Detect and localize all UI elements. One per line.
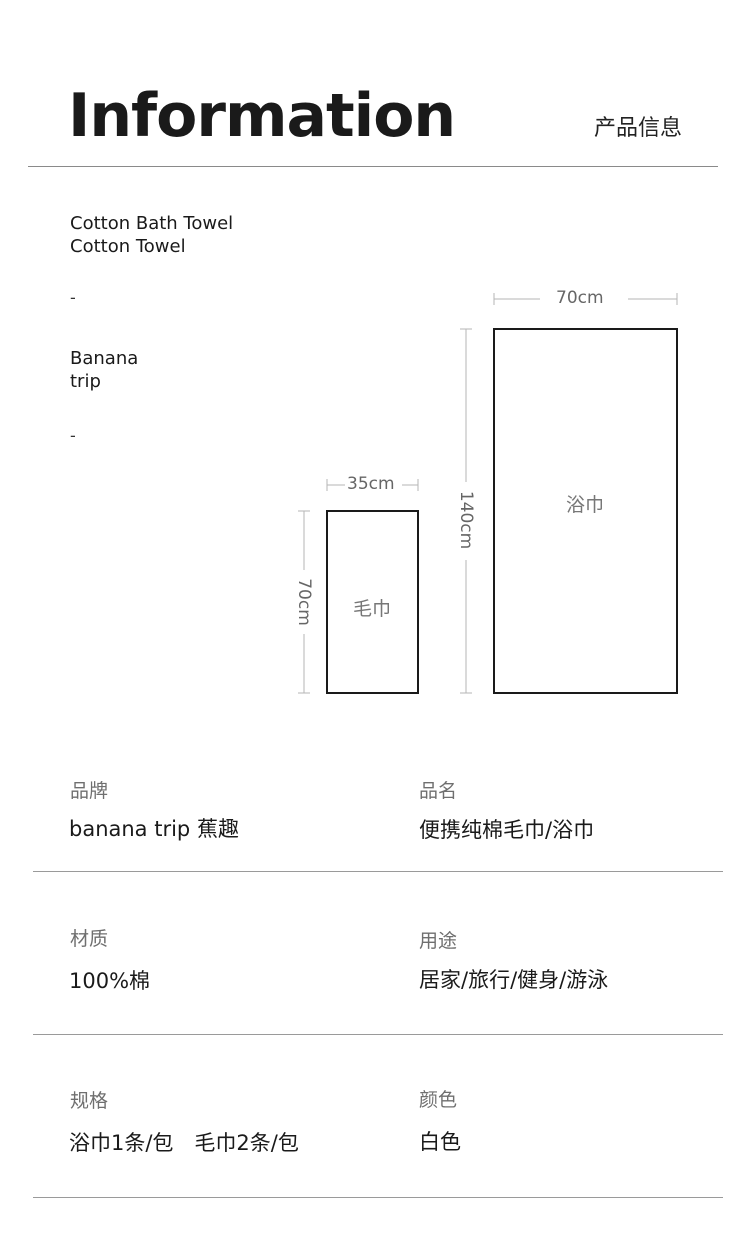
bath-towel-height-label: 140cm [456, 490, 476, 550]
brand-name-line-1: Banana [70, 348, 139, 369]
product-name-en-1: Cotton Bath Towel [70, 213, 234, 234]
spec-divider-1 [33, 871, 723, 872]
bath-towel-width-label: 70cm [556, 288, 604, 308]
spec-label-brand: 品牌 [70, 780, 109, 802]
spec-label-product: 品名 [419, 780, 458, 802]
spec-value-brand: banana trip 蕉趣 [69, 817, 239, 841]
hand-towel-width-label: 35cm [347, 474, 395, 494]
header-divider [28, 166, 718, 167]
separator-dash-2: - [70, 426, 76, 445]
page-title: Information [68, 81, 456, 151]
spec-value-spec: 浴巾1条/包 毛巾2条/包 [69, 1131, 299, 1155]
hand-towel-shape [326, 510, 419, 694]
dimension-lines [298, 293, 678, 694]
spec-label-color: 颜色 [419, 1089, 458, 1111]
spec-value-usage: 居家/旅行/健身/游泳 [419, 968, 609, 992]
spec-label-material: 材质 [70, 928, 109, 950]
brand-name-line-2: trip [70, 371, 101, 392]
spec-divider-2 [33, 1034, 723, 1035]
separator-dash-1: - [70, 288, 76, 307]
spec-divider-3 [33, 1197, 723, 1198]
product-name-en-2: Cotton Towel [70, 236, 186, 257]
spec-value-product: 便携纯棉毛巾/浴巾 [419, 818, 595, 842]
spec-label-spec: 规格 [70, 1090, 109, 1112]
page-subtitle: 产品信息 [593, 116, 682, 141]
spec-value-color: 白色 [419, 1130, 461, 1154]
hand-towel-height-label: 70cm [294, 578, 314, 626]
spec-value-material: 100%棉 [69, 969, 151, 993]
spec-label-usage: 用途 [419, 930, 458, 952]
bath-towel-shape [493, 328, 678, 694]
bath-towel-name: 浴巾 [566, 494, 605, 516]
hand-towel-name: 毛巾 [353, 598, 392, 620]
